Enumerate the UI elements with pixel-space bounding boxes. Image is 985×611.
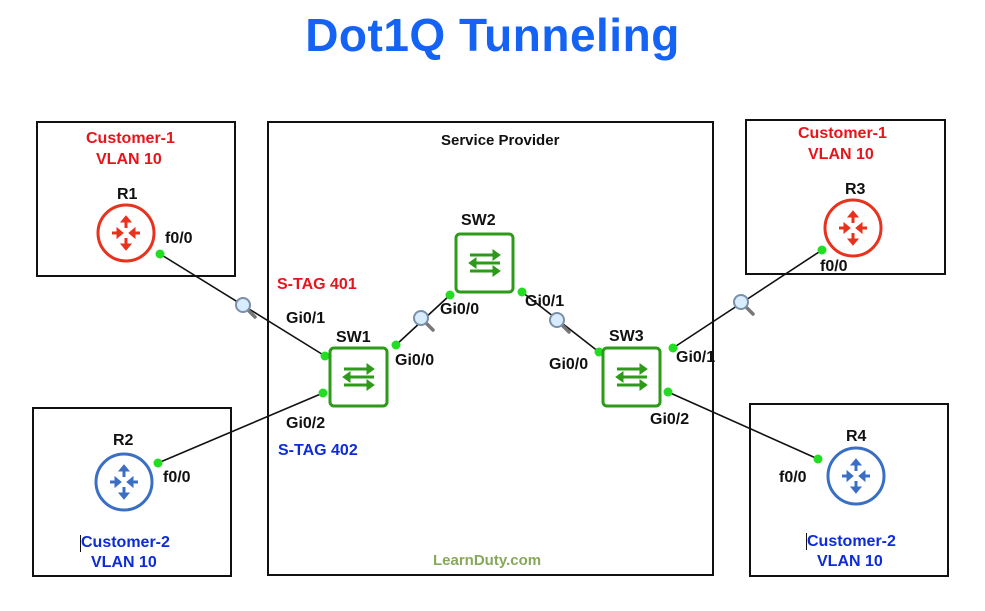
port-dot	[813, 454, 823, 464]
switch-icon	[601, 346, 662, 408]
port-dot	[318, 388, 328, 398]
provider-label: Service Provider	[441, 132, 560, 149]
sw1-port-gi0-2: Gi0/2	[286, 415, 326, 432]
router-icon	[826, 446, 886, 506]
switch-icon	[454, 232, 515, 294]
sw2-port-gi0-1: Gi0/1	[525, 293, 565, 310]
router-icon	[823, 198, 883, 258]
r2-name: R2	[113, 432, 134, 449]
r1-name: R1	[117, 186, 138, 203]
sw2-name: SW2	[461, 212, 496, 229]
r2-port: f0/0	[163, 469, 191, 486]
stag-customer2: S-TAG 402	[278, 442, 358, 459]
text-cursor	[806, 533, 807, 550]
customer2-left-name: Customer-2	[81, 534, 170, 551]
port-dot	[445, 290, 455, 300]
r1-port: f0/0	[165, 230, 193, 247]
port-dot	[817, 245, 827, 255]
port-dot	[663, 387, 673, 397]
port-dot	[594, 347, 604, 357]
link-sw3-r4	[667, 391, 819, 460]
sw3-port-gi0-1: Gi0/1	[676, 349, 716, 366]
customer1-left-name: Customer-1	[86, 130, 175, 147]
r4-port: f0/0	[779, 469, 807, 486]
port-dot	[320, 351, 330, 361]
magnifier-icon	[733, 294, 755, 316]
customer2-right-name: Customer-2	[807, 533, 896, 550]
customer1-right-name: Customer-1	[798, 125, 887, 142]
customer2-left-vlan: VLAN 10	[91, 554, 157, 571]
magnifier-icon	[235, 297, 257, 319]
sw3-port-gi0-0: Gi0/0	[549, 356, 589, 373]
port-dot	[391, 340, 401, 350]
port-dot	[517, 287, 527, 297]
port-dot	[153, 458, 163, 468]
sw1-port-gi0-0: Gi0/0	[395, 352, 435, 369]
stag-customer1: S-TAG 401	[277, 276, 357, 293]
magnifier-icon	[413, 310, 435, 332]
switch-icon	[328, 346, 389, 408]
port-dot	[155, 249, 165, 259]
port-dot	[668, 343, 678, 353]
customer1-right-vlan: VLAN 10	[808, 146, 874, 163]
r3-port: f0/0	[820, 258, 848, 275]
text-cursor	[80, 535, 81, 552]
link-r2-sw1	[157, 392, 324, 464]
sw3-port-gi0-2: Gi0/2	[650, 411, 690, 428]
customer1-left-vlan: VLAN 10	[96, 151, 162, 168]
sw3-name: SW3	[609, 328, 644, 345]
sw1-name: SW1	[336, 329, 371, 346]
sw2-port-gi0-0: Gi0/0	[440, 301, 480, 318]
r4-name: R4	[846, 428, 867, 445]
magnifier-icon	[549, 312, 571, 334]
watermark-text: LearnDuty.com	[433, 552, 542, 569]
r3-name: R3	[845, 181, 866, 198]
sw1-port-gi0-1: Gi0/1	[286, 310, 326, 327]
diagram-title: Dot1Q Tunneling	[305, 9, 680, 61]
router-icon	[94, 452, 154, 512]
router-icon	[96, 203, 156, 263]
customer2-right-vlan: VLAN 10	[817, 553, 883, 570]
